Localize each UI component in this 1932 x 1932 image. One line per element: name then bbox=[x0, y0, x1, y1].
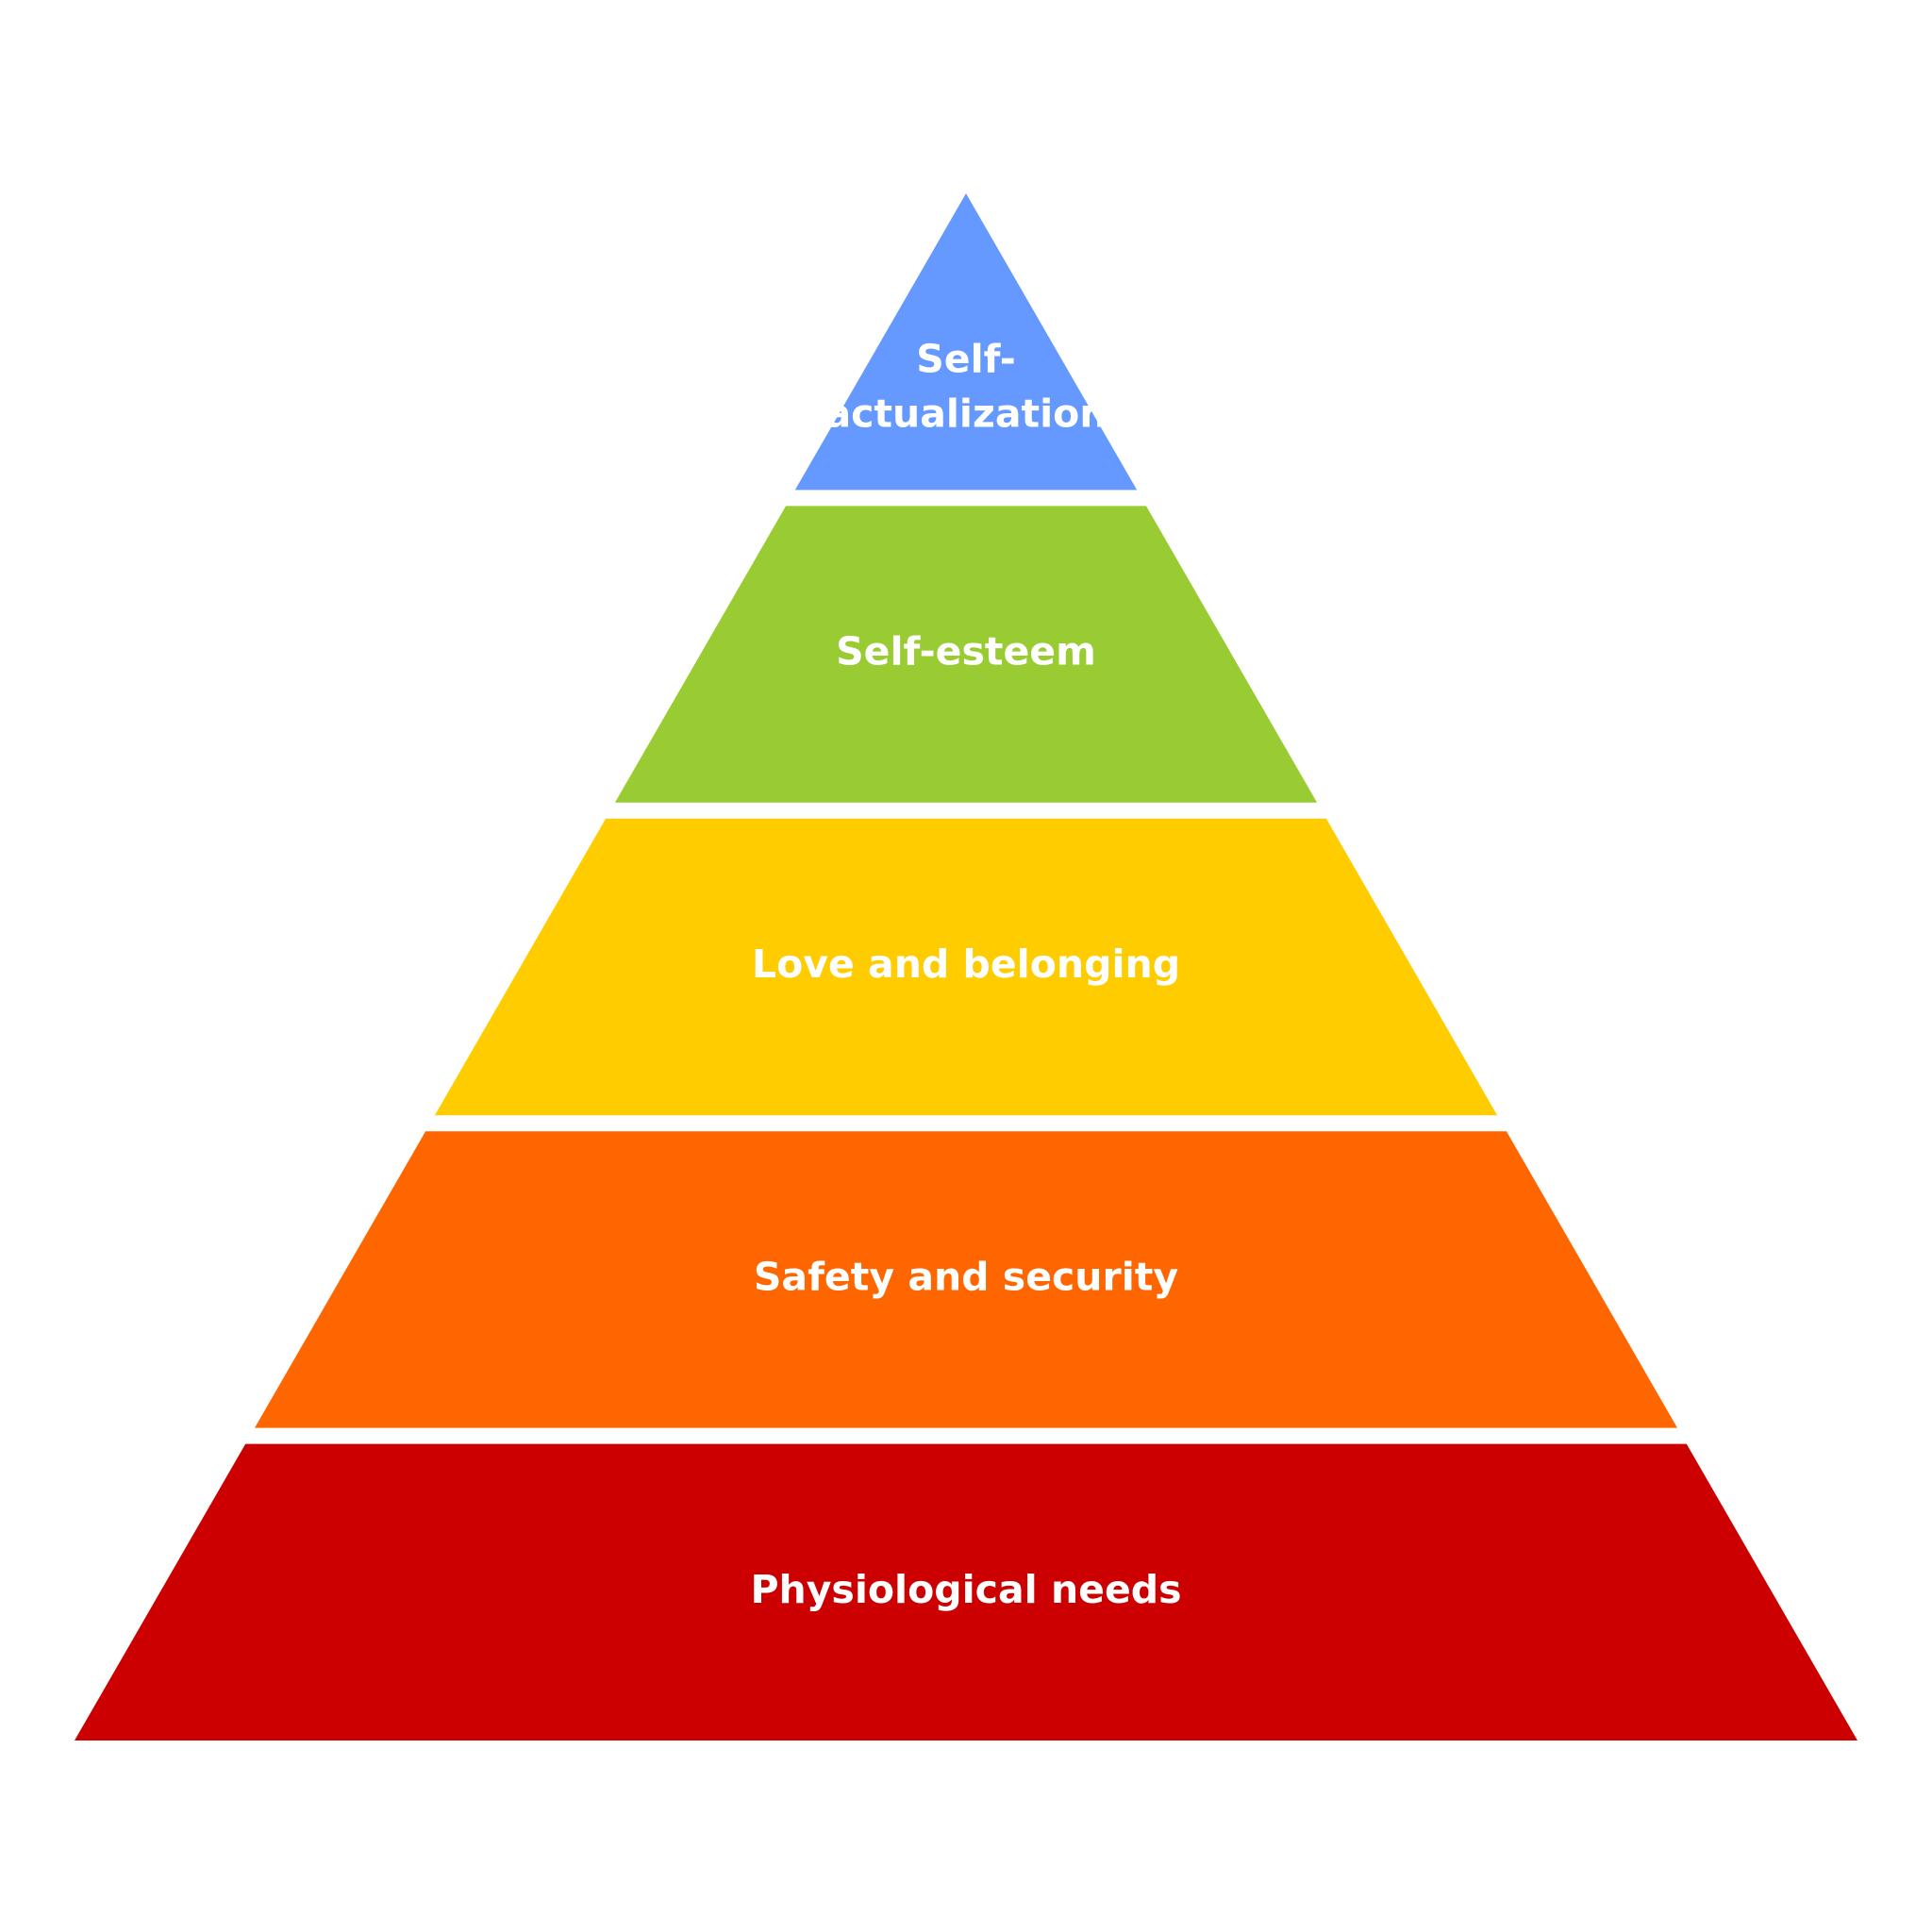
tier-3-label-line-1: Love and belonging bbox=[752, 941, 1180, 987]
pyramid-tier-3 bbox=[434, 818, 1498, 1116]
tier-2-label-line-1: Self-esteem bbox=[836, 629, 1096, 675]
tier-1-label-line-2: actualization bbox=[824, 391, 1107, 437]
tier-5-label-line-1: Physiological needs bbox=[750, 1567, 1181, 1612]
pyramid-tier-5 bbox=[75, 1443, 1857, 1740]
pyramid-tier-2 bbox=[614, 506, 1318, 803]
tier-4-label-line-1: Safety and security bbox=[754, 1254, 1178, 1299]
pyramid-tier-4 bbox=[255, 1131, 1677, 1428]
pyramid-tier-1 bbox=[794, 193, 1138, 491]
tier-1-label-line-1: Self- bbox=[916, 337, 1016, 382]
